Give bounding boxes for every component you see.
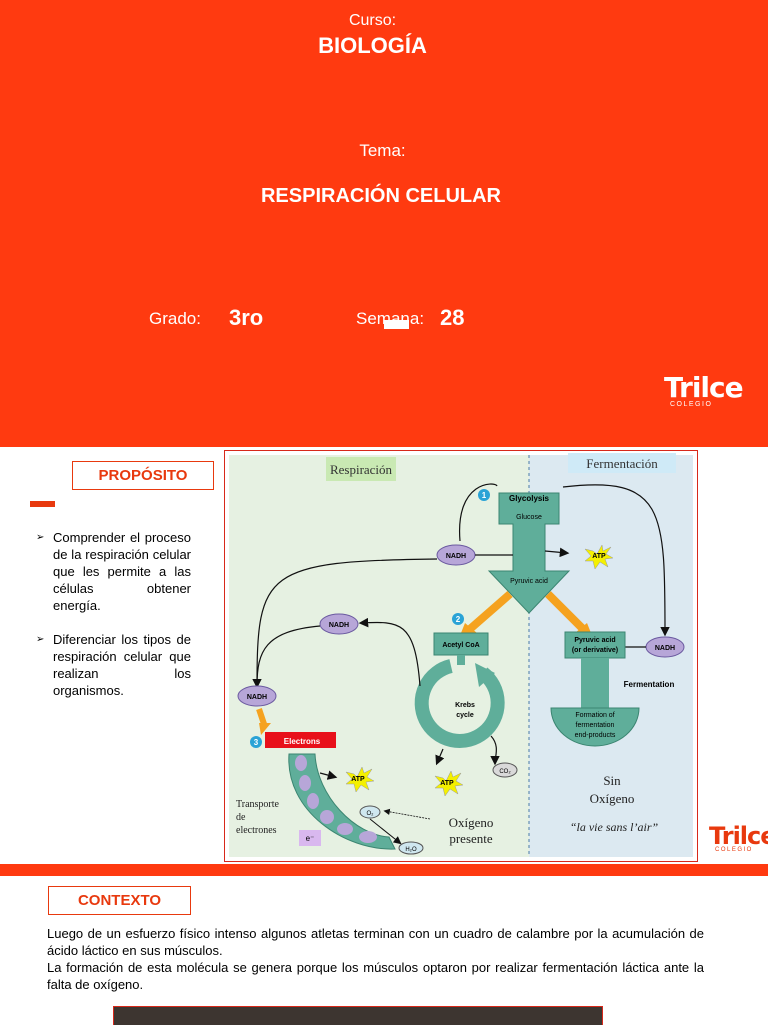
trilce-logo: Trilce COLEGIO: [709, 822, 768, 853]
nadh-label: NADH: [446, 553, 466, 560]
h2o-bubble: [398, 841, 424, 855]
redaction-mark: [384, 320, 409, 329]
atp-burst-1: [584, 544, 614, 570]
logo-name: Trilce: [664, 371, 744, 404]
tema-label: Tema:: [359, 141, 406, 160]
glycolysis-arrow: [487, 492, 571, 614]
respiracion-label-bg: [326, 457, 396, 481]
co2-bubble: [492, 762, 518, 778]
logo-name: Trilce: [709, 822, 768, 850]
respiration-diagram: Respiración Fermentación Glycolysis Gluc…: [224, 450, 698, 862]
atp-label-1: ATP: [592, 553, 606, 560]
electron-transport-arrow: [288, 753, 396, 850]
h2o-label: H₂O: [405, 847, 417, 853]
e-minus-box: [299, 830, 321, 846]
nadh-bubble: [237, 685, 277, 707]
trilce-logo: Trilce COLEGIO: [664, 371, 744, 408]
contexto-paragraph-1: Luego de un esfuerzo físico intenso algu…: [47, 926, 704, 958]
electrons-label: Electrons: [284, 737, 321, 746]
grado-value: 3ro: [229, 305, 264, 330]
logo-sub: COLEGIO: [715, 847, 753, 853]
o2-bubble: [359, 805, 381, 819]
diagram-svg: Respiración Fermentación Glycolysis Gluc…: [229, 453, 693, 857]
step-3-badge: [250, 736, 262, 748]
step-3-number: 3: [254, 738, 259, 747]
atp-label-3: ATP: [351, 776, 365, 783]
krebs-label-2: cycle: [456, 712, 474, 719]
cover-banner: Curso: BIOLOGÍA Tema: RESPIRACIÓN CELULA…: [0, 0, 768, 447]
electrons-box: [268, 732, 336, 748]
arrow-bullet-icon: ➢: [36, 634, 45, 645]
atp-label-2: ATP: [440, 780, 454, 787]
oxigeno-label-1: Oxígeno: [449, 815, 494, 830]
respiracion-panel: [229, 455, 529, 857]
pyruvic-deriv-1: Pyruvic acid: [574, 637, 615, 644]
step-2-badge: [452, 613, 464, 625]
nadh-label: NADH: [655, 645, 675, 652]
semana-value: 28: [440, 305, 465, 330]
pyruvic-label: Pyruvic acid: [510, 578, 548, 585]
respiracion-label: Respiración: [330, 462, 393, 477]
sin-label-1: Sin: [603, 773, 621, 788]
proposito-list: ➢ Comprender el proceso de la respiració…: [36, 529, 191, 716]
atp-burst-3: [345, 766, 375, 793]
contexto-title: CONTEXTO: [48, 886, 191, 915]
transporte-label-1: Transporte: [236, 799, 280, 810]
formation-label-3: end-products: [575, 732, 616, 739]
fermentation-label: Fermentation: [624, 680, 675, 689]
list-item: ➢ Diferenciar los tipos de respiración c…: [36, 631, 191, 699]
grado-label: Grado:: [149, 309, 201, 328]
o2-label: O₂: [367, 811, 375, 817]
krebs-label-1: Krebs: [455, 702, 475, 709]
step-2-number: 2: [456, 615, 461, 624]
contexto-paragraph-2: La formación de esta molécula se genera …: [47, 960, 704, 992]
formation-label-2: fermentation: [576, 722, 615, 729]
co2-label: CO₂: [499, 769, 511, 775]
proposito-title: PROPÓSITO: [72, 461, 214, 490]
vie-label: “la vie sans l’air”: [570, 820, 659, 834]
glucose-label: Glucose: [516, 514, 542, 521]
oxigeno-label-2: presente: [449, 831, 493, 846]
pyruvic-deriv-2: (or derivative): [572, 647, 618, 654]
nadh-bubble: [319, 613, 359, 635]
acetyl-coa-label: Acetyl CoA: [442, 642, 479, 649]
tema-value: RESPIRACIÓN CELULAR: [260, 185, 501, 207]
krebs-cycle-arrow: [414, 659, 505, 748]
section-divider: [0, 864, 768, 876]
athlete-photo: [113, 1006, 603, 1025]
fermentation-bowl: [550, 707, 640, 747]
transporte-label-3: electrones: [236, 825, 277, 836]
list-item: ➢ Comprender el proceso de la respiració…: [36, 529, 191, 614]
contexto-text: Luego de un esfuerzo físico intenso algu…: [47, 925, 704, 993]
list-item-text: Diferenciar los tipos de respiración cel…: [53, 632, 191, 698]
step-1-number: 1: [482, 491, 487, 500]
fermentacion-label: Fermentación: [586, 456, 658, 471]
atp-burst-2: [434, 770, 464, 797]
formation-label-1: Formation of: [575, 712, 614, 719]
logo-sub: COLEGIO: [670, 401, 713, 408]
accent-dash: [30, 501, 55, 507]
sin-label-2: Oxígeno: [590, 791, 635, 806]
nadh-label: NADH: [247, 694, 267, 701]
transporte-label-2: de: [236, 812, 246, 823]
curso-value: BIOLOGÍA: [318, 33, 427, 58]
e-minus-label: e⁻: [306, 834, 315, 843]
arrow-bullet-icon: ➢: [36, 532, 45, 543]
list-item-text: Comprender el proceso de la respiración …: [53, 530, 191, 613]
step-1-badge: [478, 489, 490, 501]
glycolysis-label: Glycolysis: [509, 494, 550, 503]
curso-label: Curso:: [348, 12, 397, 29]
fermentacion-label-bg: [568, 453, 676, 473]
pyruvic-deriv-box: [564, 631, 626, 659]
nadh-label: NADH: [329, 622, 349, 629]
